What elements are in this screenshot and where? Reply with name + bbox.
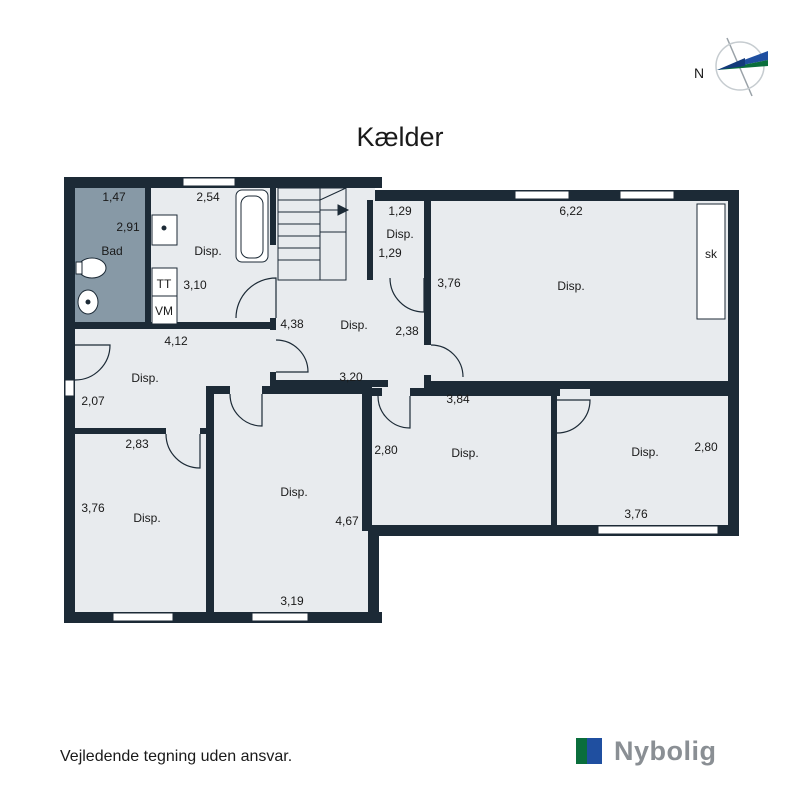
dryer-label: TT xyxy=(157,277,172,291)
doors xyxy=(74,277,591,469)
dimension-label: 6,22 xyxy=(559,204,583,218)
room-label: Disp. xyxy=(280,485,307,499)
dimension-label: 3,76 xyxy=(437,276,461,290)
room-label: Disp. xyxy=(133,511,160,525)
windows xyxy=(64,177,719,622)
dimension-label: 1,47 xyxy=(102,190,126,204)
compass-label: N xyxy=(694,65,704,81)
dimension-label: 4,67 xyxy=(335,514,359,528)
room-label: Disp. xyxy=(631,445,658,459)
dimension-label: 2,91 xyxy=(116,220,140,234)
dimension-label: 3,19 xyxy=(280,594,304,608)
logo-text: Nybolig xyxy=(614,735,717,766)
dimension-label: 3,20 xyxy=(339,370,363,384)
room-label: Disp. xyxy=(386,227,413,241)
dimension-label: 4,12 xyxy=(164,334,188,348)
dimension-label: 3,76 xyxy=(81,501,105,515)
disclaimer-text: Vejledende tegning uden ansvar. xyxy=(60,748,293,765)
dimension-label: 3,76 xyxy=(624,507,648,521)
compass-icon: N xyxy=(694,37,768,97)
room-label: Disp. xyxy=(194,244,221,258)
dimension-label: 2,80 xyxy=(374,443,398,457)
dimension-label: 2,38 xyxy=(395,324,419,338)
washer-label: VM xyxy=(155,304,173,318)
dimension-label: 2,54 xyxy=(196,190,220,204)
room-label: Disp. xyxy=(131,371,158,385)
dimension-label: 3,84 xyxy=(446,392,470,406)
room-label: Disp. xyxy=(451,446,478,460)
dimension-label: 2,83 xyxy=(125,437,149,451)
dimension-label: 3,10 xyxy=(183,278,207,292)
nybolig-logo[interactable]: Nybolig xyxy=(576,736,717,766)
page-title: Kælder xyxy=(356,122,444,152)
staircase xyxy=(277,187,350,281)
dimension-label: 4,38 xyxy=(280,317,304,331)
logo-mark-icon xyxy=(576,738,602,764)
dimension-label: 1,29 xyxy=(388,204,412,218)
dimension-label: 1,29 xyxy=(378,246,402,260)
room-label: Disp. xyxy=(340,318,367,332)
room-label: Disp. xyxy=(557,279,584,293)
dimension-label: 2,07 xyxy=(81,394,105,408)
fixtures xyxy=(75,189,726,325)
room-label-bathroom: Bad xyxy=(101,244,122,258)
cabinet-label: sk xyxy=(705,247,718,261)
dimension-label: 2,80 xyxy=(694,440,718,454)
